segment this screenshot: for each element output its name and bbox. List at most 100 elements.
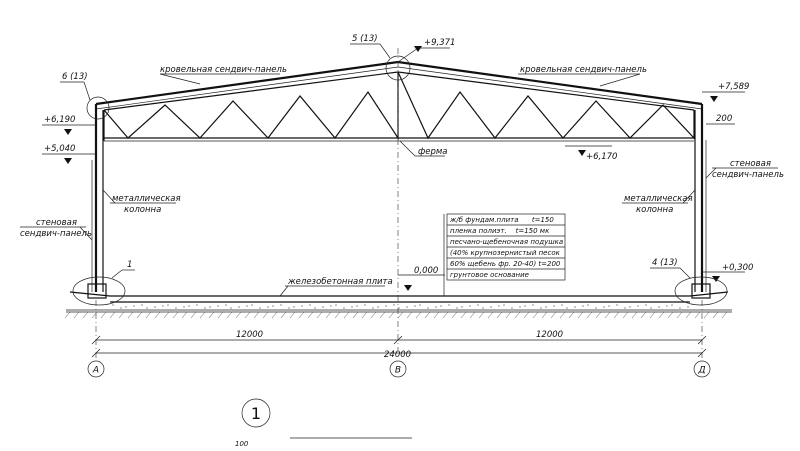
hatch-stroke [595,311,602,319]
label-column-left-2: колонна [124,205,161,215]
hatch-stroke [298,311,305,319]
gravel-dot [125,306,127,308]
gravel-dot [356,305,358,307]
gravel-dot [246,305,248,307]
label-wall-left-2: сендвич-панель [20,229,92,239]
level-zero-text: 0,000 [414,266,438,276]
hatch-stroke [379,311,386,319]
gravel-dot [288,307,290,309]
label-column-right-2: колонна [636,205,673,215]
gravel-dot [183,306,185,308]
gravel-dot [154,306,156,308]
label-roof-left-text: кровельная сендвич-панель [160,65,287,75]
span-dimensions: 12000 12000 24000 [91,330,707,360]
level-right-base-text: +0,300 [722,263,753,273]
gravel-dot [225,304,227,306]
hatch-stroke [631,311,638,319]
level-truss-bottom-text: +6,170 [586,152,617,162]
hatch-stroke [604,311,611,319]
gravel-dot [162,305,164,307]
hatch-stroke [712,311,719,319]
gravel-dot [133,305,135,307]
label-roof-right: кровельная сендвич-панель [518,65,647,87]
gravel-dot [414,305,416,307]
hatch-stroke [658,311,665,319]
gravel-dot [188,305,190,307]
gravel-dot [330,305,332,307]
hatch-stroke [586,311,593,319]
gravel-dot [616,304,618,306]
hatch-stroke [505,311,512,319]
gravel-dot [490,306,492,308]
gravel-dot [666,305,668,307]
gravel-dot [377,306,379,308]
axis-left-text: А [92,366,99,376]
floor-layer-row: песчано-щебеночная подушка [450,238,563,246]
gravel-dot [209,306,211,308]
gravel-dot [167,304,169,306]
label-column-left-1: металлическая [112,194,181,204]
gravel-dot [637,305,639,307]
label-column-right-1: металлическая [624,194,693,204]
hatch-stroke [163,311,170,319]
hatch-stroke [451,311,458,319]
label-truss: ферма [399,140,448,157]
label-wall-left: стеновая сендвич-панель [20,218,93,241]
gravel-dot [427,307,429,309]
hatch-stroke [244,311,251,319]
hatch-stroke [487,311,494,319]
gravel-dot [448,304,450,306]
gravel-dot [141,304,143,306]
gravel-dot [658,306,660,308]
hatch-stroke [442,311,449,319]
hatch-stroke [208,311,215,319]
hatch-stroke [532,311,539,319]
span-total-text: 24000 [384,350,411,360]
hatch-stroke [145,311,152,319]
gravel-dot [553,305,555,307]
gravel-dot [435,306,437,308]
gravel-dot [587,304,589,306]
label-roof-left: кровельная сендвич-панель [159,65,287,85]
gravel-dot [238,306,240,308]
level-ridge-text: +9,371 [424,38,455,48]
gravel-dot [259,307,261,309]
gravel-dot [272,305,274,307]
gravel-dot [524,305,526,307]
gravel-dot [267,306,269,308]
hatch-stroke [388,311,395,319]
hatch-stroke [397,311,404,319]
gravel-dot [230,307,232,309]
span-left-text: 12000 [236,330,263,340]
hatch-stroke [118,311,125,319]
gravel-dot [112,304,114,306]
gravel-dot [603,306,605,308]
hatch-stroke [154,311,161,319]
gravel-dot [301,305,303,307]
gravel-dot [364,304,366,306]
hatch-stroke [694,311,701,319]
hatch-stroke [667,311,674,319]
level-eave-right: +7,589 [702,82,749,102]
hatch-stroke [649,311,656,319]
gravel-dot [671,304,673,306]
label-wall-left-1: стеновая [36,218,77,228]
gravel-dot [372,307,374,309]
gravel-dot [351,306,353,308]
callout-node-left-text: 6 (13) [62,72,88,82]
gravel-dot [196,304,198,306]
gravel-dot [419,304,421,306]
axis-middle-text: В [395,366,401,376]
floor-layer-row: ж/б фундам.плита t=150 [449,216,554,224]
gravel-dot [120,307,122,309]
gravel-dot [456,307,458,309]
callout-node-top-text: 5 (13) [352,34,378,44]
gravel-dot [293,306,295,308]
level-left-lower: +5,040 [42,144,96,164]
gravel-dot [398,307,400,309]
axis-right-text: Д [697,366,705,376]
gravel-dot [309,304,311,306]
hatch-stroke [64,311,71,319]
level-left-upper: +6,190 [42,115,96,135]
gravel-dot [482,307,484,309]
